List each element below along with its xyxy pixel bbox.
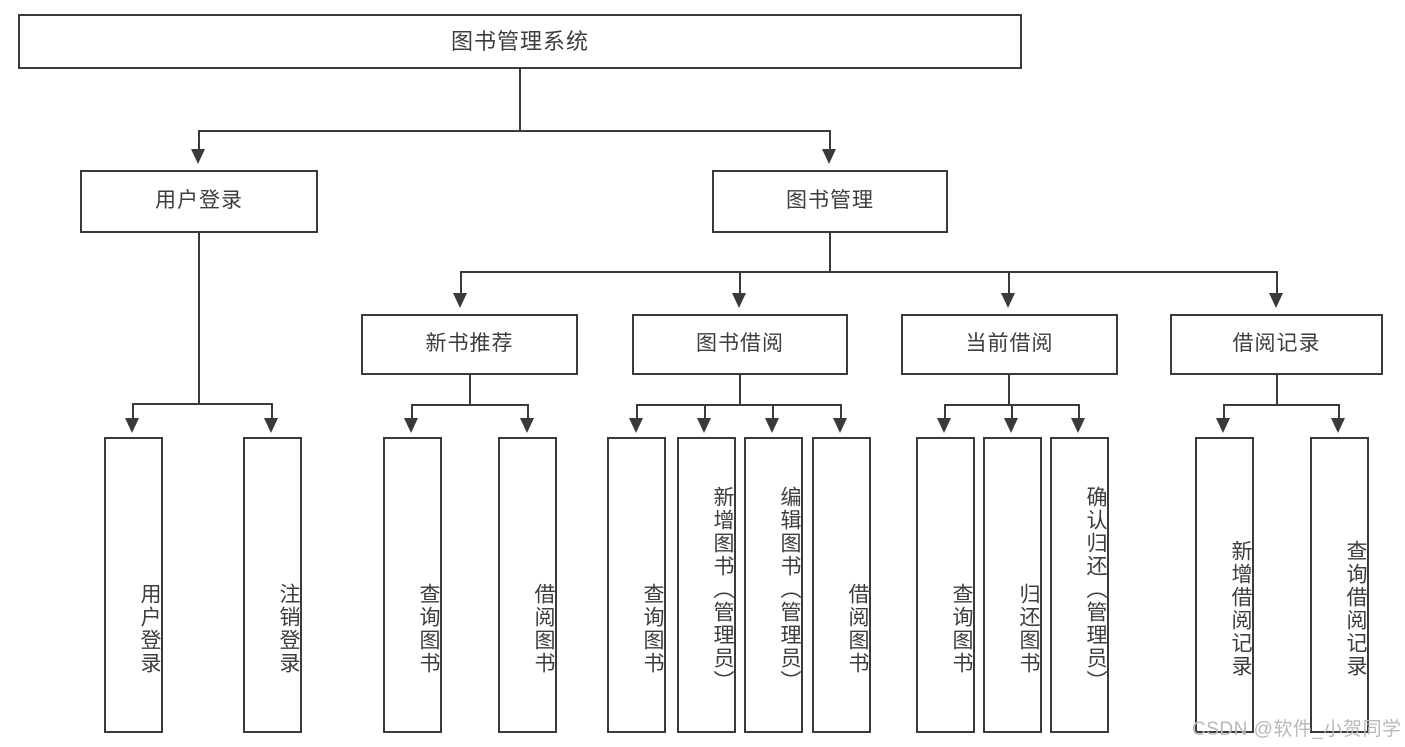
connector-borrow-stem (739, 375, 741, 405)
leaf-borrow-add-book-admin[interactable]: 新增图书（管理员） (677, 437, 736, 733)
connector-record-drop-1 (1223, 404, 1225, 420)
leaf-current-query-book[interactable]: 查询图书 (916, 437, 975, 733)
connector-recommend-stem (469, 375, 471, 405)
arrow-to-leaf-logout (264, 418, 278, 433)
connector-recommend-drop-2 (527, 404, 529, 420)
node-new-book-recommend[interactable]: 新书推荐 (361, 314, 578, 375)
connector-record-bus (1223, 404, 1339, 406)
connector-level3-drop-4 (1276, 271, 1278, 295)
arrow-to-borrow-record (1269, 293, 1283, 308)
node-borrow-record[interactable]: 借阅记录 (1170, 314, 1383, 375)
leaf-record-add-record[interactable]: 新增借阅记录 (1195, 437, 1254, 733)
leaf-user-login[interactable]: 用户登录 (104, 437, 163, 733)
connector-user-login-bus (132, 403, 272, 405)
node-book-management[interactable]: 图书管理 (712, 170, 948, 233)
leaf-record-query-record[interactable]: 查询借阅记录 (1310, 437, 1369, 733)
connector-borrow-drop-2 (704, 404, 706, 420)
arrow-borrow-leaf-1 (629, 418, 643, 433)
connector-recommend-bus (411, 404, 528, 406)
leaf-borrow-edit-book-admin[interactable]: 编辑图书（管理员） (744, 437, 803, 733)
connector-root-stem (519, 69, 521, 131)
connector-current-drop-3 (1078, 404, 1080, 420)
connector-level3-drop-1 (460, 271, 462, 295)
arrow-borrow-leaf-3 (765, 418, 779, 433)
arrow-borrow-leaf-4 (833, 418, 847, 433)
node-root-system[interactable]: 图书管理系统 (18, 14, 1022, 69)
connector-record-stem (1276, 375, 1278, 405)
connector-current-stem (1008, 375, 1010, 405)
connector-level3-drop-3 (1008, 271, 1010, 295)
connector-record-drop-2 (1338, 404, 1340, 420)
connector-level3-bus (460, 271, 1277, 273)
node-book-borrow[interactable]: 图书借阅 (632, 314, 848, 375)
arrow-current-leaf-3 (1071, 418, 1085, 433)
connector-borrow-bus (636, 404, 841, 406)
arrow-current-leaf-2 (1004, 418, 1018, 433)
leaf-recommend-borrow-book[interactable]: 借阅图书 (498, 437, 557, 733)
connector-user-login-drop-2 (271, 403, 273, 420)
node-current-borrow[interactable]: 当前借阅 (901, 314, 1118, 375)
arrow-borrow-leaf-2 (697, 418, 711, 433)
arrow-to-new-book-recommend (453, 293, 467, 308)
leaf-borrow-query-book[interactable]: 查询图书 (607, 437, 666, 733)
connector-borrow-drop-4 (840, 404, 842, 420)
arrow-to-current-borrow (1001, 293, 1015, 308)
leaf-logout[interactable]: 注销登录 (243, 437, 302, 733)
leaf-current-confirm-return-admin[interactable]: 确认归还（管理员） (1050, 437, 1109, 733)
leaf-recommend-query-book[interactable]: 查询图书 (383, 437, 442, 733)
connector-user-login-drop-1 (132, 403, 134, 420)
node-user-login[interactable]: 用户登录 (80, 170, 318, 233)
connector-level2-drop-left (198, 130, 200, 151)
arrow-to-book-management (822, 149, 836, 164)
arrow-to-leaf-user-login (125, 418, 139, 433)
arrow-record-leaf-1 (1216, 418, 1230, 433)
arrow-recommend-leaf-2 (520, 418, 534, 433)
connector-borrow-drop-3 (772, 404, 774, 420)
connector-borrow-drop-1 (636, 404, 638, 420)
connector-level2-drop-right (829, 130, 831, 151)
arrow-to-book-borrow (732, 293, 746, 308)
connector-book-management-stem (829, 233, 831, 272)
leaf-current-return-book[interactable]: 归还图书 (983, 437, 1042, 733)
connector-current-drop-2 (1011, 404, 1013, 420)
arrow-recommend-leaf-1 (404, 418, 418, 433)
arrow-to-user-login (191, 149, 205, 164)
arrow-current-leaf-1 (937, 418, 951, 433)
leaf-borrow-borrow-book[interactable]: 借阅图书 (812, 437, 871, 733)
connector-level2-bus (198, 130, 830, 132)
connector-recommend-drop-1 (411, 404, 413, 420)
connector-user-login-stem (198, 233, 200, 404)
connector-current-drop-1 (944, 404, 946, 420)
connector-level3-drop-2 (739, 271, 741, 295)
arrow-record-leaf-2 (1331, 418, 1345, 433)
